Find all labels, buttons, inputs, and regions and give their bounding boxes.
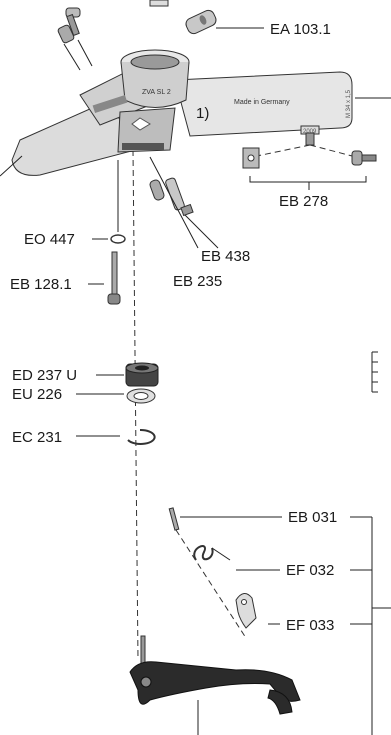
handle-lever-icon xyxy=(129,635,301,715)
side-bracket-marker xyxy=(371,351,378,393)
label-eb-031: EB 031 xyxy=(288,509,337,526)
ef-033-lever-icon xyxy=(235,593,257,629)
label-eb-438: EB 438 xyxy=(201,248,250,265)
label-ec-231: EC 231 xyxy=(12,429,62,446)
ec-231-circlip-icon xyxy=(127,428,156,445)
eb-031-pin-icon xyxy=(168,507,180,531)
thread-text: M 34 x 1,5 xyxy=(346,89,352,118)
screw-top-left-icon xyxy=(65,7,81,37)
assembly-axis xyxy=(132,149,139,661)
main-housing-icon xyxy=(11,49,353,176)
eu-226-washer-icon xyxy=(126,388,156,404)
eb-278-clip-icon xyxy=(242,147,260,169)
made-in-text: Made in Germany xyxy=(234,99,290,106)
label-ef-032: EF 032 xyxy=(286,562,334,579)
label-eu-226: EU 226 xyxy=(12,386,62,403)
label-eb-235: EB 235 xyxy=(173,273,222,290)
eb-278-screw-icon xyxy=(351,150,377,166)
eo-447-oring-icon xyxy=(110,234,126,244)
top-clip-icon xyxy=(149,0,169,7)
cap-top-left-icon xyxy=(57,24,75,44)
note-marker: 1) xyxy=(196,105,209,122)
label-eb-278: EB 278 xyxy=(279,193,328,210)
ef-032-spring-icon xyxy=(193,545,231,561)
label-ed-237-u: ED 237 U xyxy=(12,367,77,384)
label-ea-103-1: EA 103.1 xyxy=(270,21,331,38)
year-text: 2009 xyxy=(303,129,317,135)
label-ef-033: EF 033 xyxy=(286,617,334,634)
ed-237-u-bearing-icon xyxy=(125,362,159,387)
eb-235-screw-icon xyxy=(165,177,194,217)
eb-128-1-pin-icon xyxy=(107,251,121,305)
label-eo-447: EO 447 xyxy=(24,231,75,248)
label-eb-128-1: EB 128.1 xyxy=(10,276,72,293)
eb-438-plug-icon xyxy=(149,179,165,201)
model-text: ZVA SL 2 xyxy=(142,89,171,96)
ea-103-1-nut-icon xyxy=(185,9,217,35)
